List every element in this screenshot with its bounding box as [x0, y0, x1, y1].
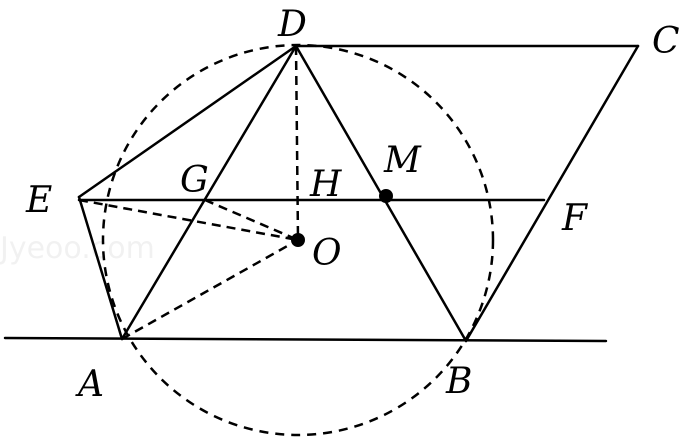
label-c: C [652, 21, 680, 62]
segment-ao-dashed [121, 238, 299, 341]
point-o-dot [291, 233, 305, 247]
label-d: D [277, 4, 307, 45]
point-m-dot [379, 189, 393, 203]
baseline-ab [3, 336, 608, 343]
segment-de [77, 44, 298, 199]
label-b: B [445, 361, 472, 402]
dashed-segments [78, 45, 300, 341]
segment-dh-dashed [294, 45, 300, 241]
segment-eo-dashed [78, 198, 299, 242]
label-o: O [312, 233, 342, 274]
segment-da [120, 44, 298, 341]
label-g: G [180, 160, 209, 201]
label-e: E [25, 180, 52, 221]
label-h: H [309, 164, 342, 205]
segment-ea [77, 195, 124, 341]
segment-cb [464, 44, 640, 343]
watermark-text: Jyeoo.com [0, 231, 155, 266]
label-f: F [561, 198, 589, 239]
label-m: M [383, 140, 422, 181]
segment-go-dashed [204, 198, 299, 242]
label-a: A [75, 364, 104, 405]
